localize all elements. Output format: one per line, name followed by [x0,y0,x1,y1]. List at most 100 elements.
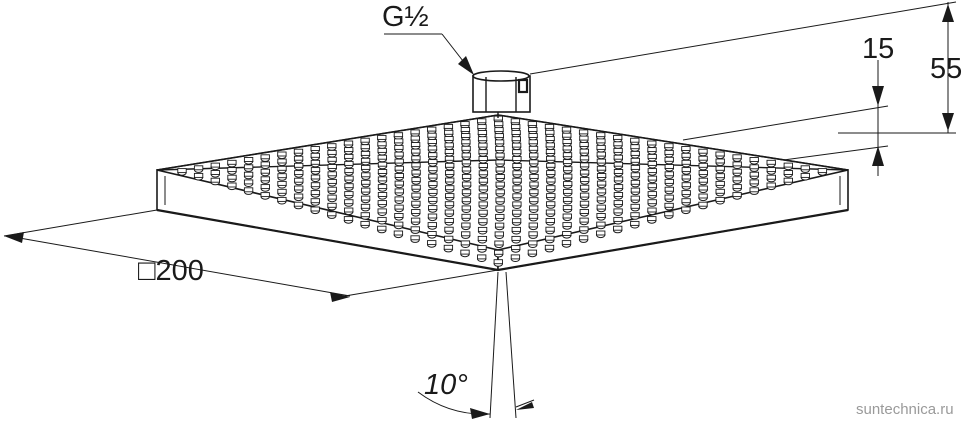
nozzle-cap [461,139,471,145]
nozzle-cap [411,177,421,183]
nozzle-cap [596,180,607,186]
nozzle-cap [461,133,471,138]
nozzle-cap [394,144,404,150]
nozzle-cap [394,204,404,210]
nozzle-cap [698,155,708,161]
spray-angle-label: 10° [424,369,468,401]
nozzle-cap [596,188,607,194]
nozzle-cap [647,183,657,189]
nozzle-cap [460,127,471,132]
nozzle-cap [478,149,488,155]
nozzle-cap [630,203,640,209]
nozzle-cap [596,204,606,210]
dimension-15: 15 [862,33,894,176]
nozzle-cap [277,158,287,164]
nozzle-cap [562,222,572,228]
nozzle-cap [361,187,371,193]
nozzle-cap [681,206,691,212]
nozzle-cap [310,182,321,188]
nozzle-cap [393,230,404,236]
nozzle-cap [377,225,387,231]
nozzle-cap [664,194,674,200]
nozzle-cap [360,220,370,226]
nozzle-cap [495,145,505,151]
nozzle-cap [444,149,455,154]
nozzle-cap [664,143,674,149]
nozzle-cap [647,147,657,153]
nozzle-cap [460,121,470,127]
nozzle-cap [698,162,708,168]
nozzle-cap [546,185,556,191]
nozzle-cap [664,164,674,169]
nozzle-cap [343,140,354,146]
nozzle-cap [546,201,556,207]
nozzle-cap [613,184,624,190]
nozzle-cap [360,150,371,156]
nozzle-cap [394,213,404,218]
nozzle-cap [461,159,472,165]
nozzle-cap [529,166,539,172]
nozzle-cap [243,179,254,185]
nozzle-cap [681,198,691,204]
nozzle-cap [766,182,776,188]
nozzle-cap [630,137,640,143]
nozzle-cap [478,142,488,148]
nozzle-cap [766,167,776,173]
nozzle-cap [511,235,521,241]
nozzle-cap [630,144,640,150]
nozzle-cap [613,192,624,197]
nozzle-cap [732,168,742,174]
nozzle-cap [445,162,455,168]
nozzle-cap [361,172,371,178]
nozzle-cap [630,150,640,156]
nozzle-cap [461,222,471,228]
nozzle-cap [428,152,438,158]
nozzle-cap [310,167,321,173]
nozzle-cap [579,226,589,232]
nozzle-cap [681,167,691,173]
nozzle-cap [193,165,204,171]
nozzle-cap [293,201,304,207]
nozzle-cap [613,208,623,214]
nozzle-cap [749,179,759,185]
nozzle-cap [732,184,742,190]
nozzle-cap [461,205,471,211]
nozzle-cap [277,188,287,194]
nozzle-cap [377,141,387,147]
nozzle-cap [546,155,556,161]
nozzle-cap [529,205,539,211]
nozzle-cap [445,170,455,176]
nozzle-cap [394,221,404,227]
nozzle-cap [411,209,421,214]
nozzle-cap [664,211,674,217]
nozzle-cap [766,174,776,180]
nozzle-cap [511,124,521,130]
nozzle-cap [528,145,539,151]
nozzle-cap [477,226,488,232]
nozzle-cap [579,209,589,214]
nozzle-cap [681,174,691,180]
nozzle-cap [494,231,504,237]
nozzle-cap [310,152,320,158]
nozzle-cap [613,225,623,231]
nozzle-cap [461,166,472,172]
nozzle-cap [243,157,254,162]
nozzle-cap [579,155,590,161]
nozzle-cap [528,139,538,145]
nozzle-cap [528,231,538,237]
nozzle-cap [681,190,691,196]
nozzle-cap [344,199,354,205]
nozzle-cap [579,135,589,141]
nozzle-cap [613,134,623,140]
nozzle-cap [310,206,320,212]
nozzle-cap [394,180,404,186]
nozzle-cap [478,170,489,176]
nozzle-cap [529,159,539,165]
nozzle-cap [579,184,590,190]
nozzle-cap [563,188,573,194]
nozzle-cap [783,177,793,183]
nozzle-cap [647,153,657,159]
nozzle-cap [377,216,387,222]
nozzle-cap [327,143,337,149]
nozzle-cap [545,136,555,141]
